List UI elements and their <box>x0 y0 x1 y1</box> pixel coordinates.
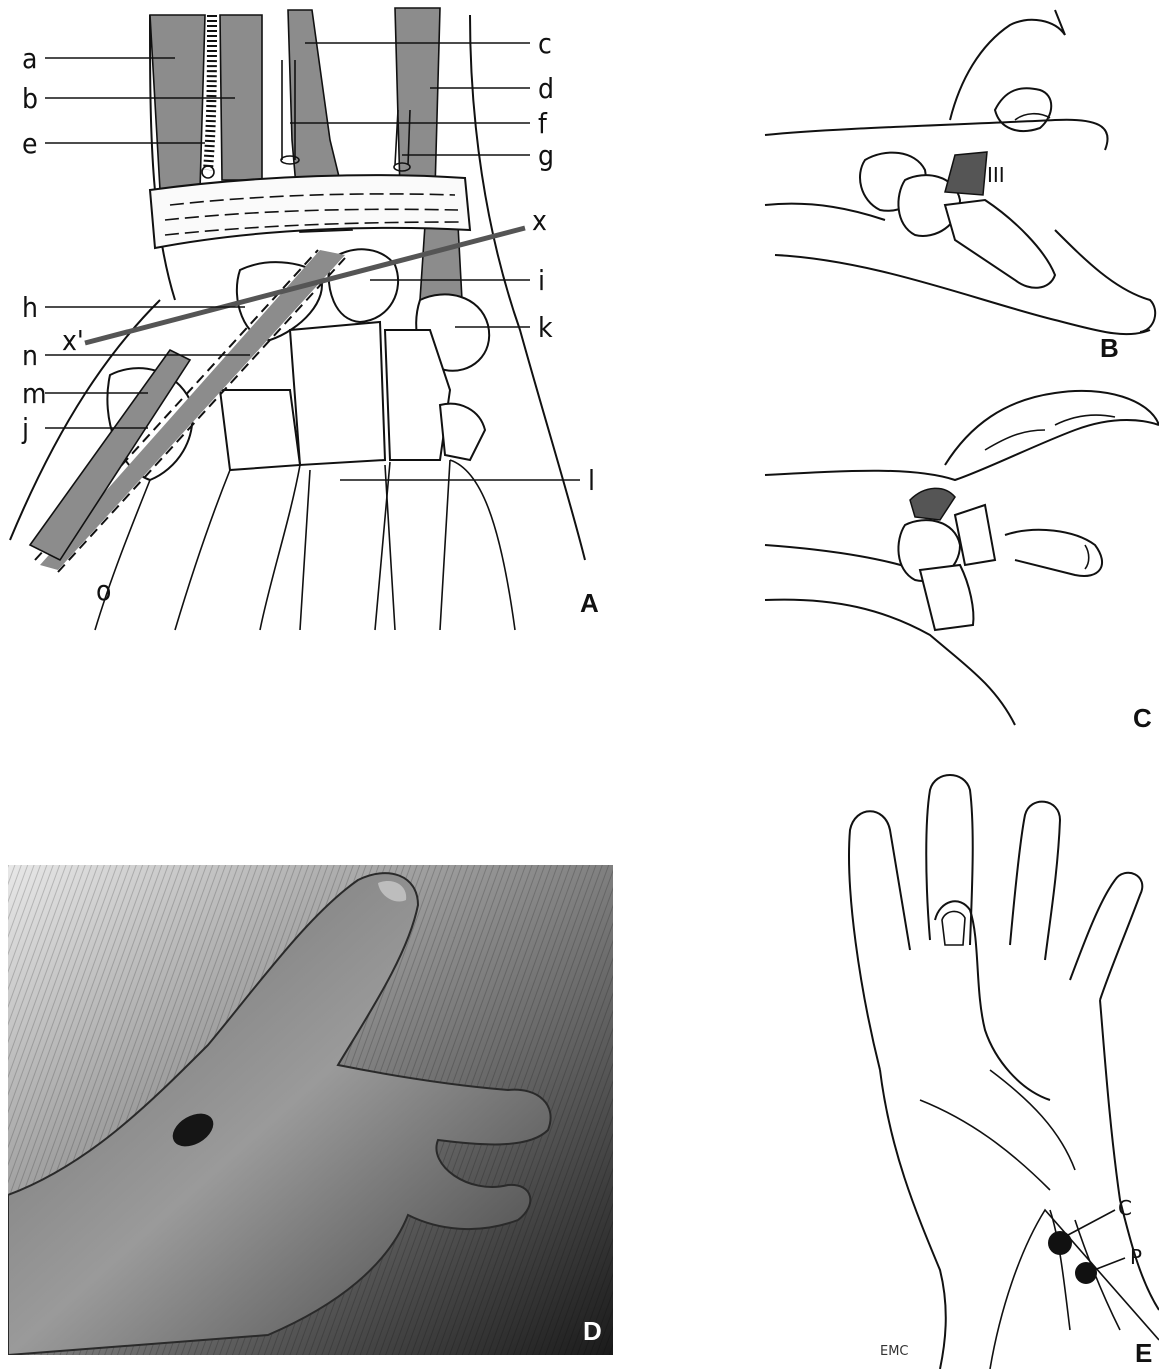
label-a: a <box>22 42 37 75</box>
label-x-prime: x' <box>62 324 84 357</box>
panel-b: III B <box>755 0 1159 370</box>
label-x: x <box>532 204 547 237</box>
highlight-c <box>910 488 955 520</box>
forearm-bottom-b <box>765 204 885 220</box>
label-b: b <box>22 82 38 115</box>
signature-emc: EMC <box>880 1344 909 1359</box>
metacarpal-b <box>945 200 1055 288</box>
wrist-line-e <box>990 1210 1159 1369</box>
bone-trapezoid <box>220 390 300 470</box>
panel-e-illustration: C P EMC E <box>820 770 1159 1369</box>
forearm-bottom-c <box>765 600 1015 725</box>
panel-label-c: C <box>1133 703 1152 733</box>
panel-label-e: E <box>1135 1338 1152 1368</box>
tendon-d-distal <box>420 225 462 300</box>
thumb-b <box>1055 230 1155 332</box>
forearm-top-b <box>765 120 1108 150</box>
bone-pisiform <box>440 404 485 460</box>
point-p-label: P <box>1130 1245 1142 1269</box>
point-c-label: C <box>1118 1196 1132 1220</box>
thumb-e <box>935 901 1050 1100</box>
highlight-b <box>945 152 987 195</box>
bone-c-2 <box>920 565 973 630</box>
metacarpal-l <box>300 465 395 630</box>
index-finger-b <box>950 10 1065 120</box>
leader-p <box>1094 1258 1125 1270</box>
panel-b-illustration: III B <box>755 0 1159 370</box>
panel-c-illustration: C <box>755 385 1159 740</box>
finger-ring-e <box>926 775 972 945</box>
panel-c: C <box>755 385 1159 740</box>
finger-little-e <box>849 811 910 1070</box>
fingernail-b <box>1015 114 1050 120</box>
fingertip-b <box>995 88 1051 131</box>
forearm-top-c <box>765 420 1159 480</box>
metacarpal-5 <box>450 460 515 630</box>
label-c: c <box>538 27 552 60</box>
nerve-e <box>208 15 212 170</box>
label-g: g <box>538 139 554 172</box>
metacarpal-2 <box>175 465 300 630</box>
bone-capitate <box>290 322 385 465</box>
label-h: h <box>22 291 38 324</box>
panel-d: D <box>8 865 613 1355</box>
thumbnail-c <box>1085 545 1089 569</box>
panel-e: C P EMC E <box>820 770 1159 1369</box>
finger-middle-e <box>1010 802 1060 960</box>
label-e: e <box>22 127 38 160</box>
label-i: i <box>538 264 545 297</box>
forearm-outline-right <box>470 15 585 560</box>
panel-a-illustration: a b e c d f g x h i k x' n m j l o A <box>0 0 620 640</box>
bone-c-3 <box>955 505 995 565</box>
panel-label-a: A <box>580 588 599 618</box>
roman-label-b: III <box>987 163 1005 187</box>
point-p-marker <box>1075 1262 1097 1284</box>
panel-label-d: D <box>583 1316 602 1346</box>
label-n: n <box>22 339 38 372</box>
retinaculum <box>150 175 470 248</box>
panel-d-photo: D <box>8 865 613 1355</box>
knuckle-lines-c <box>985 415 1115 450</box>
label-j: j <box>21 412 29 445</box>
tendon-a <box>150 15 205 190</box>
label-d: d <box>538 72 554 105</box>
palm-creases-e <box>920 1070 1075 1190</box>
label-f: f <box>538 107 548 140</box>
hand-top-c <box>945 391 1159 465</box>
label-l: l <box>588 464 595 497</box>
label-k: k <box>538 311 553 344</box>
panel-label-b: B <box>1100 333 1119 363</box>
label-o: o <box>96 574 111 607</box>
thumbnail-e <box>942 911 965 945</box>
finger-index-e <box>1070 873 1142 1000</box>
palm-left-e <box>880 1070 946 1369</box>
nerve-e-end <box>202 166 214 178</box>
panel-a: a b e c d f g x h i k x' n m j l o A <box>0 0 620 640</box>
label-m: m <box>22 377 47 410</box>
